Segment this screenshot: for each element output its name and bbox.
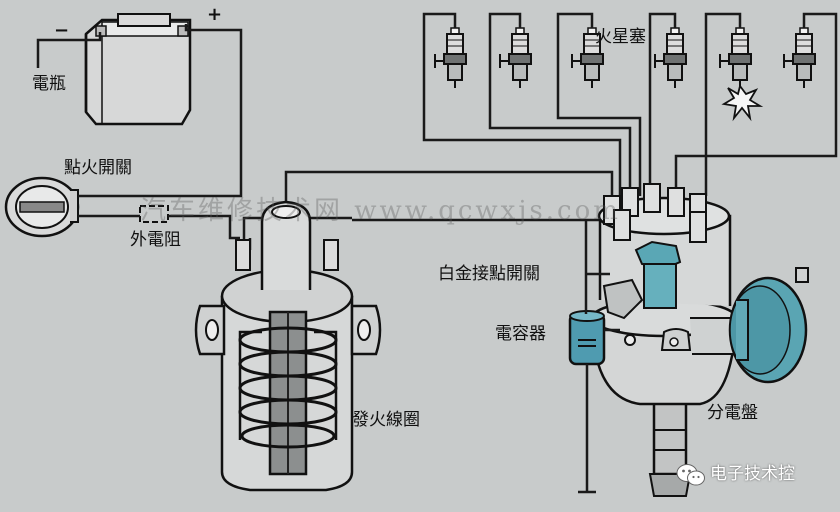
brand-badge: 电子技术控 [676,460,828,490]
battery-positive-sign: + [207,4,223,25]
label-ignition-coil: 發火線圈 [352,410,420,430]
ignition-coil-body [194,200,382,492]
label-capacitor: 電容器 [495,324,546,344]
label-battery: 電瓶 [32,74,66,94]
high-tension-leads [422,12,838,196]
distributor-body [590,183,750,497]
brand-name: 电子技术控 [710,464,795,484]
breaker-wiring [578,220,620,494]
external-resistor-body [139,205,169,223]
ignition-switch-body [4,176,80,238]
watermark: 汽车维修技术网 www.qcwxjs.com [140,196,621,226]
label-external-resistor: 外電阻 [130,230,181,250]
label-contact-breaker: 白金接點開關 [438,264,540,284]
spark-flash [721,83,764,122]
vacuum-advance-unit [728,267,809,384]
battery [84,13,192,126]
battery-negative-sign: − [54,20,70,41]
primary-wiring [36,24,614,250]
label-ignition-switch: 點火開關 [64,158,132,178]
label-distributor: 分電盤 [707,403,758,423]
chat-icon [676,464,705,486]
label-spark-plug: 火星塞 [595,27,646,47]
capacitor-body [568,310,606,366]
